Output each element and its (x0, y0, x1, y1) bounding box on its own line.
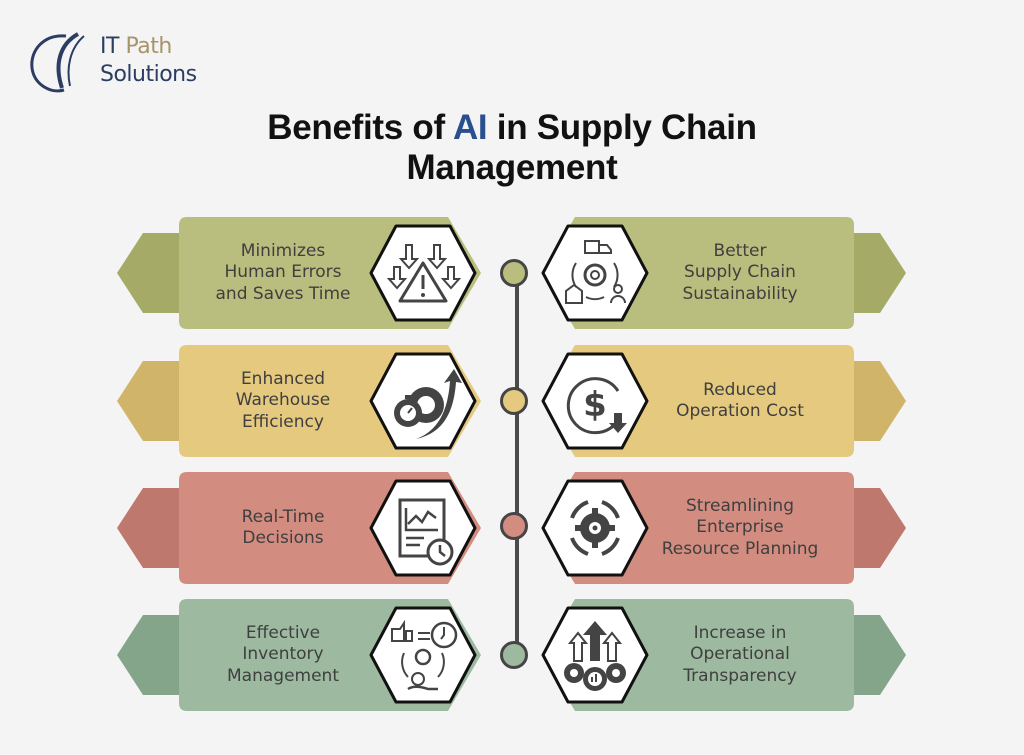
logo-swoosh-icon (30, 32, 85, 93)
logo-text-line2: Solutions (100, 62, 197, 87)
logo-text-line1: IT Path (100, 34, 172, 59)
timeline-spine (515, 272, 519, 654)
timeline-node (500, 512, 528, 540)
dollar-down-icon: $ (541, 352, 649, 450)
page-title: Benefits of AI in Supply Chain Managemen… (267, 108, 757, 187)
stopwatch-gear-growth-icon (369, 352, 477, 450)
timeline-node (500, 387, 528, 415)
timeline-node (500, 641, 528, 669)
inventory-management-icon (369, 606, 477, 704)
company-logo: IT Path Solutions (26, 30, 226, 96)
timeline-node (500, 259, 528, 287)
warning-arrows-icon (369, 224, 477, 322)
svg-text:$: $ (583, 385, 607, 425)
chart-clock-icon (369, 479, 477, 577)
gear-cycle-icon (541, 479, 649, 577)
gears-arrows-up-icon (541, 606, 649, 704)
supply-cycle-icon (541, 224, 649, 322)
title-highlight: AI (452, 108, 488, 147)
